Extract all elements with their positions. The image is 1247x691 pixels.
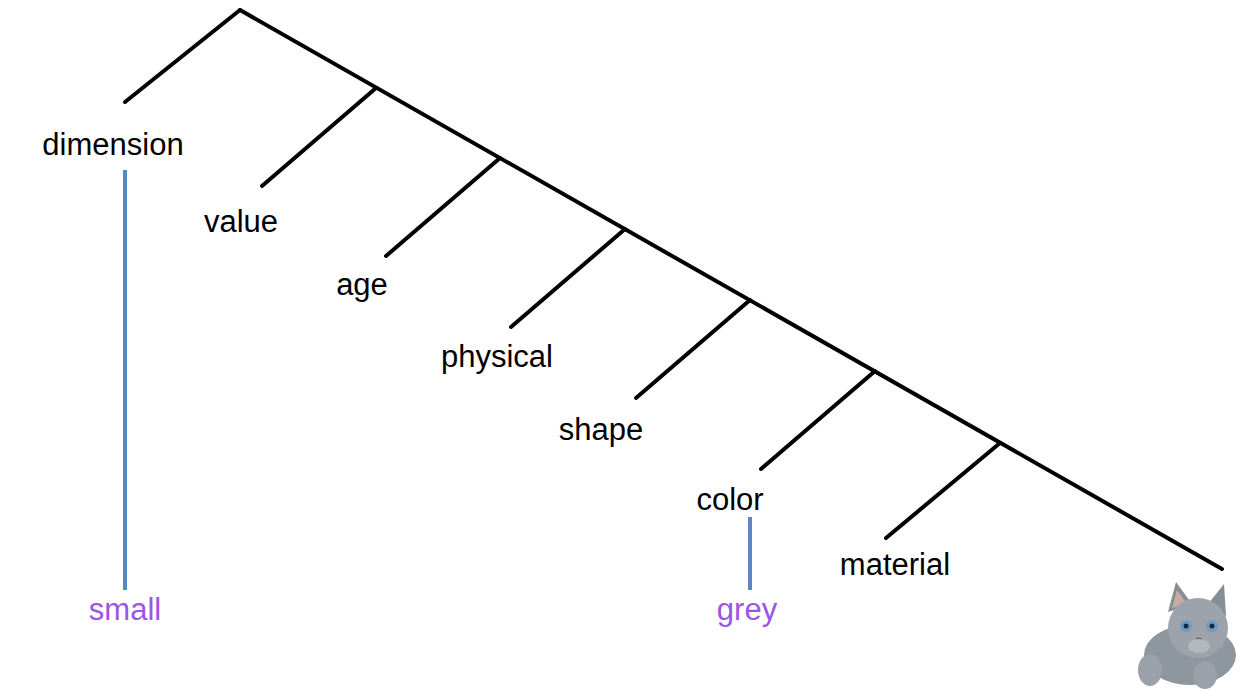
tree-spine bbox=[240, 10, 1222, 569]
adjective-word: small bbox=[89, 593, 161, 627]
tree-branch bbox=[511, 229, 625, 327]
tree-branch bbox=[886, 443, 1000, 538]
tree-branch bbox=[761, 371, 875, 469]
adjective-word: grey bbox=[717, 593, 777, 627]
category-label: value bbox=[204, 205, 278, 239]
category-label: material bbox=[840, 548, 950, 582]
category-label: shape bbox=[559, 413, 643, 447]
category-label: color bbox=[696, 483, 763, 517]
category-label: physical bbox=[441, 340, 553, 374]
kitten-picture bbox=[1138, 582, 1236, 689]
tree-branch bbox=[125, 10, 240, 102]
category-label: age bbox=[336, 268, 388, 302]
tree-branch bbox=[262, 88, 376, 186]
category-label: dimension bbox=[42, 128, 183, 162]
attachment-line bbox=[748, 517, 752, 590]
tree-branch bbox=[636, 300, 750, 398]
tree-branch bbox=[386, 158, 500, 256]
attachment-line bbox=[123, 170, 127, 590]
